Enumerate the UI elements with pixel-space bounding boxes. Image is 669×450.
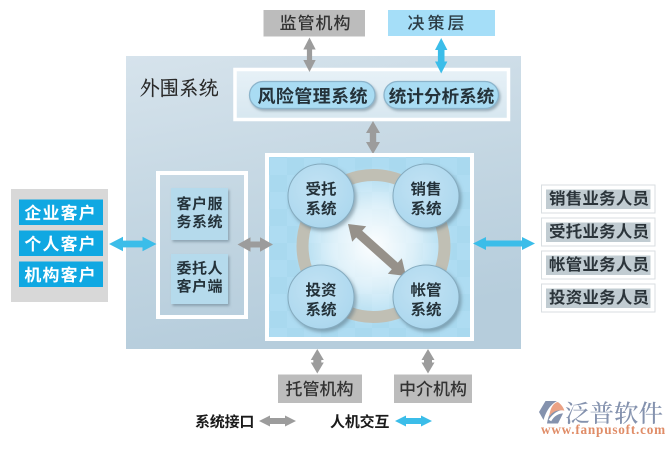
- svg-text:www.fanpusoft.com: www.fanpusoft.com: [541, 422, 666, 437]
